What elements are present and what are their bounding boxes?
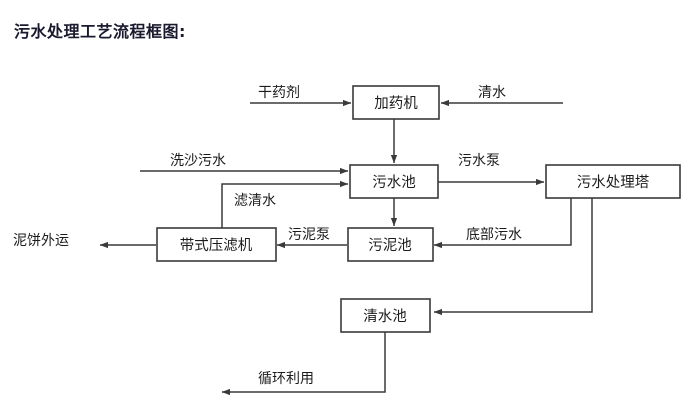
node-clean-water-pool[interactable]: 清水池: [340, 298, 431, 333]
edge-filtrate-to-wastewater-pool: [221, 180, 349, 228]
node-treatment-tower-box: [545, 164, 681, 199]
edge-treatment-tower-to-clean-water-pool: [433, 198, 593, 316]
label-sand-wash-water: 洗沙污水: [170, 153, 226, 169]
node-dosing-machine-label: 加药机: [374, 95, 418, 112]
label-recycle: 循环利用: [258, 371, 314, 387]
label-clean-water-in: 清水: [478, 85, 506, 101]
label-sludge-pump: 污泥泵: [288, 227, 330, 243]
label-dry-agent: 干药剂: [258, 85, 300, 101]
node-belt-filter-press-label: 带式压滤机: [180, 237, 253, 254]
node-dosing-machine-box: [352, 85, 440, 120]
label-bottom-sewage: 底部污水: [466, 227, 522, 243]
label-mud-cake-out: 泥饼外运: [13, 233, 69, 249]
node-belt-filter-press[interactable]: 带式压滤机: [156, 227, 277, 262]
edge-bottom-sewage-to-sludge-pool: [433, 198, 572, 249]
node-belt-filter-press-box: [156, 227, 277, 262]
node-clean-water-pool-label: 清水池: [363, 308, 407, 325]
node-sludge-pool-box: [347, 227, 434, 262]
node-clean-water-pool-box: [340, 298, 431, 333]
label-filtrate: 滤清水: [234, 193, 276, 209]
node-sludge-pool[interactable]: 污泥池: [347, 227, 434, 262]
node-wastewater-pool-label: 污水池: [372, 174, 416, 191]
node-wastewater-pool-box: [349, 164, 439, 199]
node-dosing-machine[interactable]: 加药机: [352, 85, 440, 120]
label-sewage-pump: 污水泵: [458, 153, 500, 169]
page-title: 污水处理工艺流程框图:: [14, 22, 186, 41]
node-sludge-pool-label: 污泥池: [368, 237, 412, 254]
node-treatment-tower[interactable]: 污水处理塔: [545, 164, 681, 199]
edge-clean-water-pool-recycle: [221, 330, 386, 396]
node-treatment-tower-label: 污水处理塔: [577, 174, 650, 191]
node-wastewater-pool[interactable]: 污水池: [349, 164, 439, 199]
